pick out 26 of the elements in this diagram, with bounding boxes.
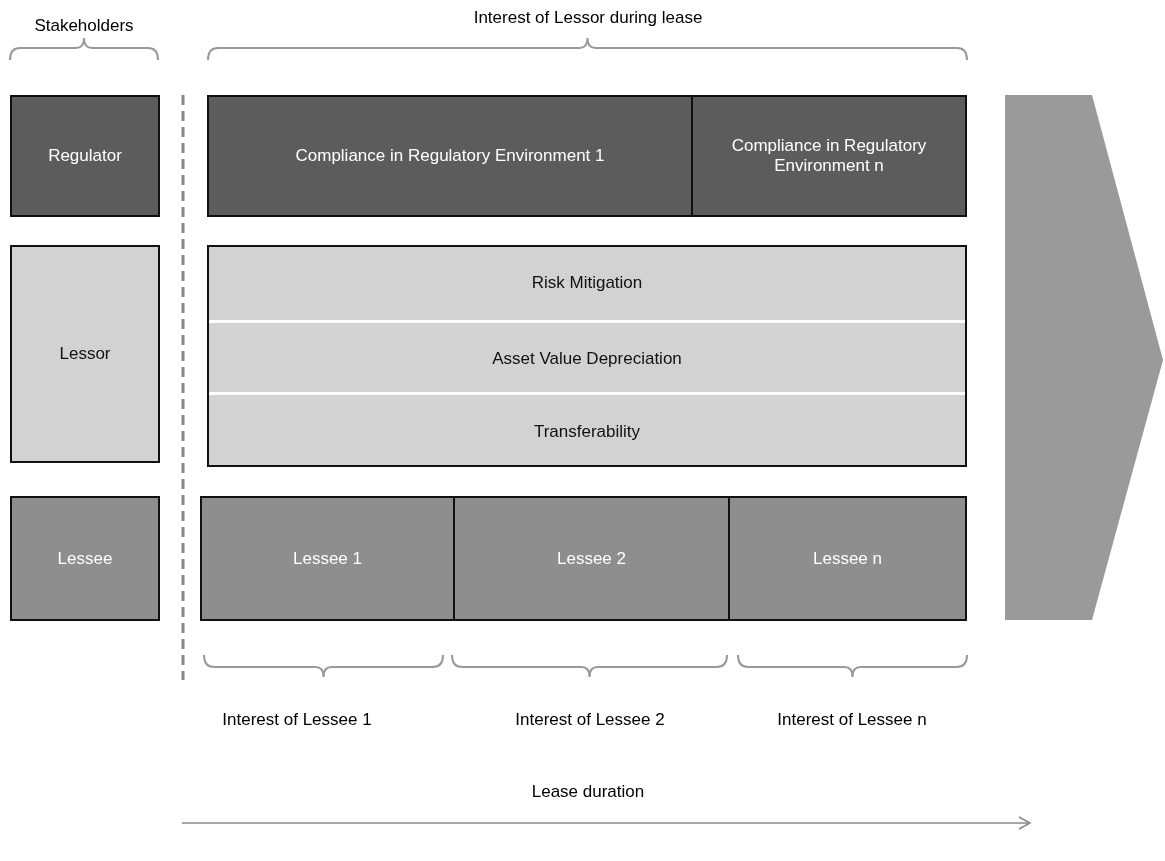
stakeholder-box: [10, 95, 160, 217]
stakeholder-box: [10, 496, 160, 621]
box-label: Lessee: [56, 548, 114, 569]
band-label: Asset Value Depreciation: [491, 349, 683, 369]
interest-box: [207, 95, 693, 217]
interest-label: Interest of Lessee 2: [515, 710, 665, 730]
axis-label: Lease duration: [531, 782, 645, 802]
box-label: Lessor: [58, 344, 112, 364]
box-label: Lessee 2: [556, 548, 627, 569]
box-label: Lessee n: [812, 548, 883, 569]
interest-box: [207, 245, 967, 467]
box-label: Lessee 1: [292, 548, 363, 569]
band-label: Risk Mitigation: [530, 273, 644, 294]
box-label: Regulator: [47, 146, 123, 166]
box-label: Compliance in Regulatory Environment n: [730, 136, 928, 176]
group-heading: Interest of Lessor during lease: [473, 8, 703, 28]
interest-label: Interest of Lessee 1: [222, 710, 372, 730]
box-label: Compliance in Regulatory Environment 1: [294, 146, 606, 166]
stakeholder-box: [10, 245, 160, 463]
group-heading: Stakeholders: [34, 16, 134, 36]
lessee-box: [200, 496, 455, 621]
lessee-box: [728, 496, 967, 621]
lessee-box: [453, 496, 730, 621]
interest-label: Interest of Lessee n: [777, 710, 927, 730]
band-label: Transferability: [532, 421, 642, 442]
interest-box: [691, 95, 967, 217]
